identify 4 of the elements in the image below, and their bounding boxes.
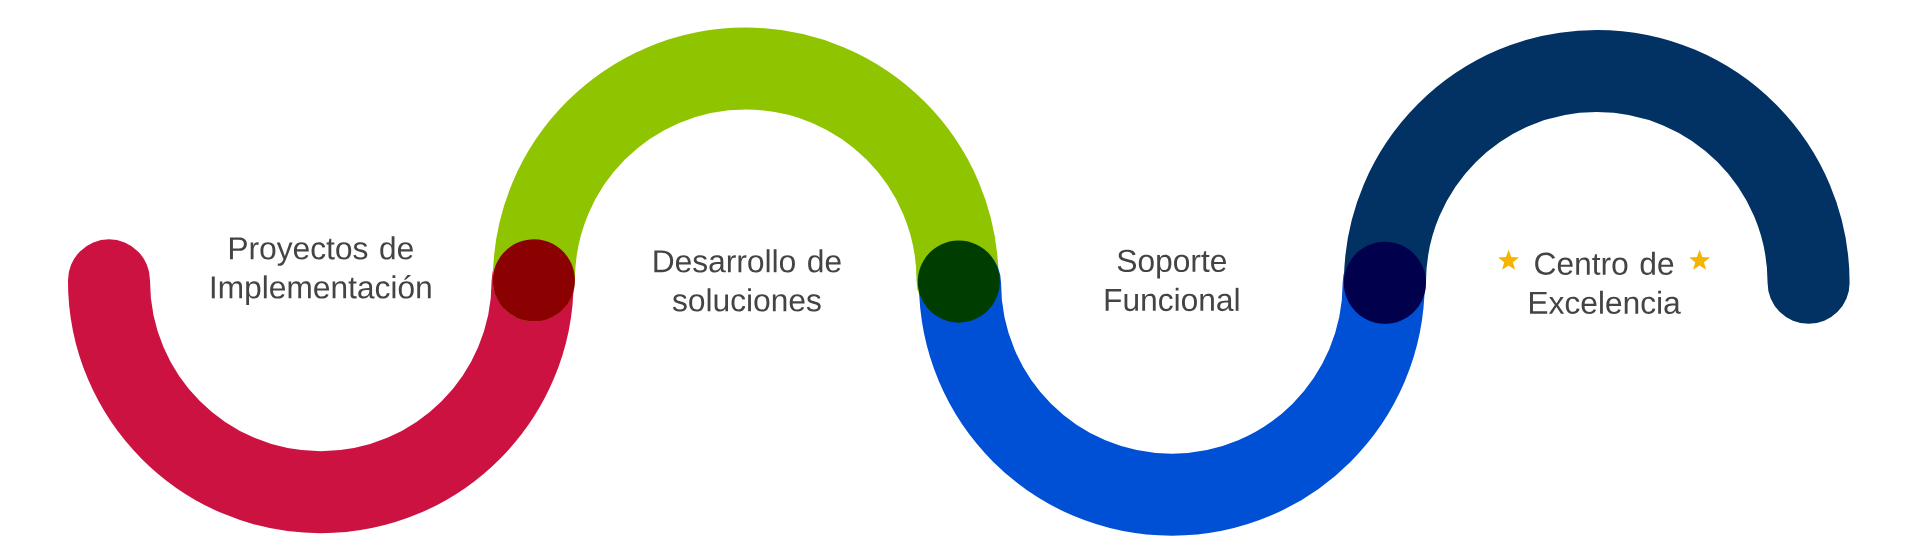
stage-label: Soporte Funcional [1105, 249, 1239, 312]
stage-label: Proyectos de Implementación [211, 236, 431, 305]
stage-label: Centro de Excelencia [1530, 251, 1681, 314]
stage-label: Desarrollo de soluciones [654, 249, 841, 312]
